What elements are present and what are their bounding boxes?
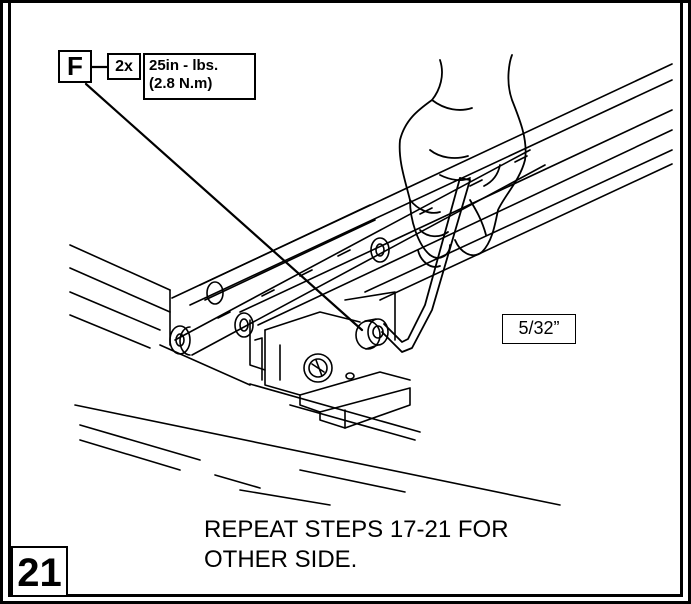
note-line-1: REPEAT STEPS 17-21 FOR xyxy=(204,516,509,543)
leader-line xyxy=(84,65,364,332)
rail-lines xyxy=(171,63,673,326)
bracket-block xyxy=(249,291,411,429)
frame-lines xyxy=(69,244,561,506)
quantity-label: 2x xyxy=(107,53,141,80)
torque-imperial: 25in - lbs. xyxy=(149,57,219,74)
step-number: 21 xyxy=(11,546,68,597)
hand xyxy=(398,54,527,268)
inner-frame xyxy=(8,0,683,597)
torque-spec-label: 25in - lbs. (2.8 N.m) xyxy=(143,53,256,100)
note-line-2: OTHER SIDE. xyxy=(204,546,358,573)
tool-size-label: 5/32” xyxy=(502,314,576,344)
instruction-note: REPEAT STEPS 17-21 FOR OTHER SIDE. xyxy=(204,515,509,575)
hinge-rod xyxy=(169,149,546,356)
torque-metric: (2.8 N.m) xyxy=(149,75,213,92)
fastener-letter-label: F xyxy=(58,50,92,83)
